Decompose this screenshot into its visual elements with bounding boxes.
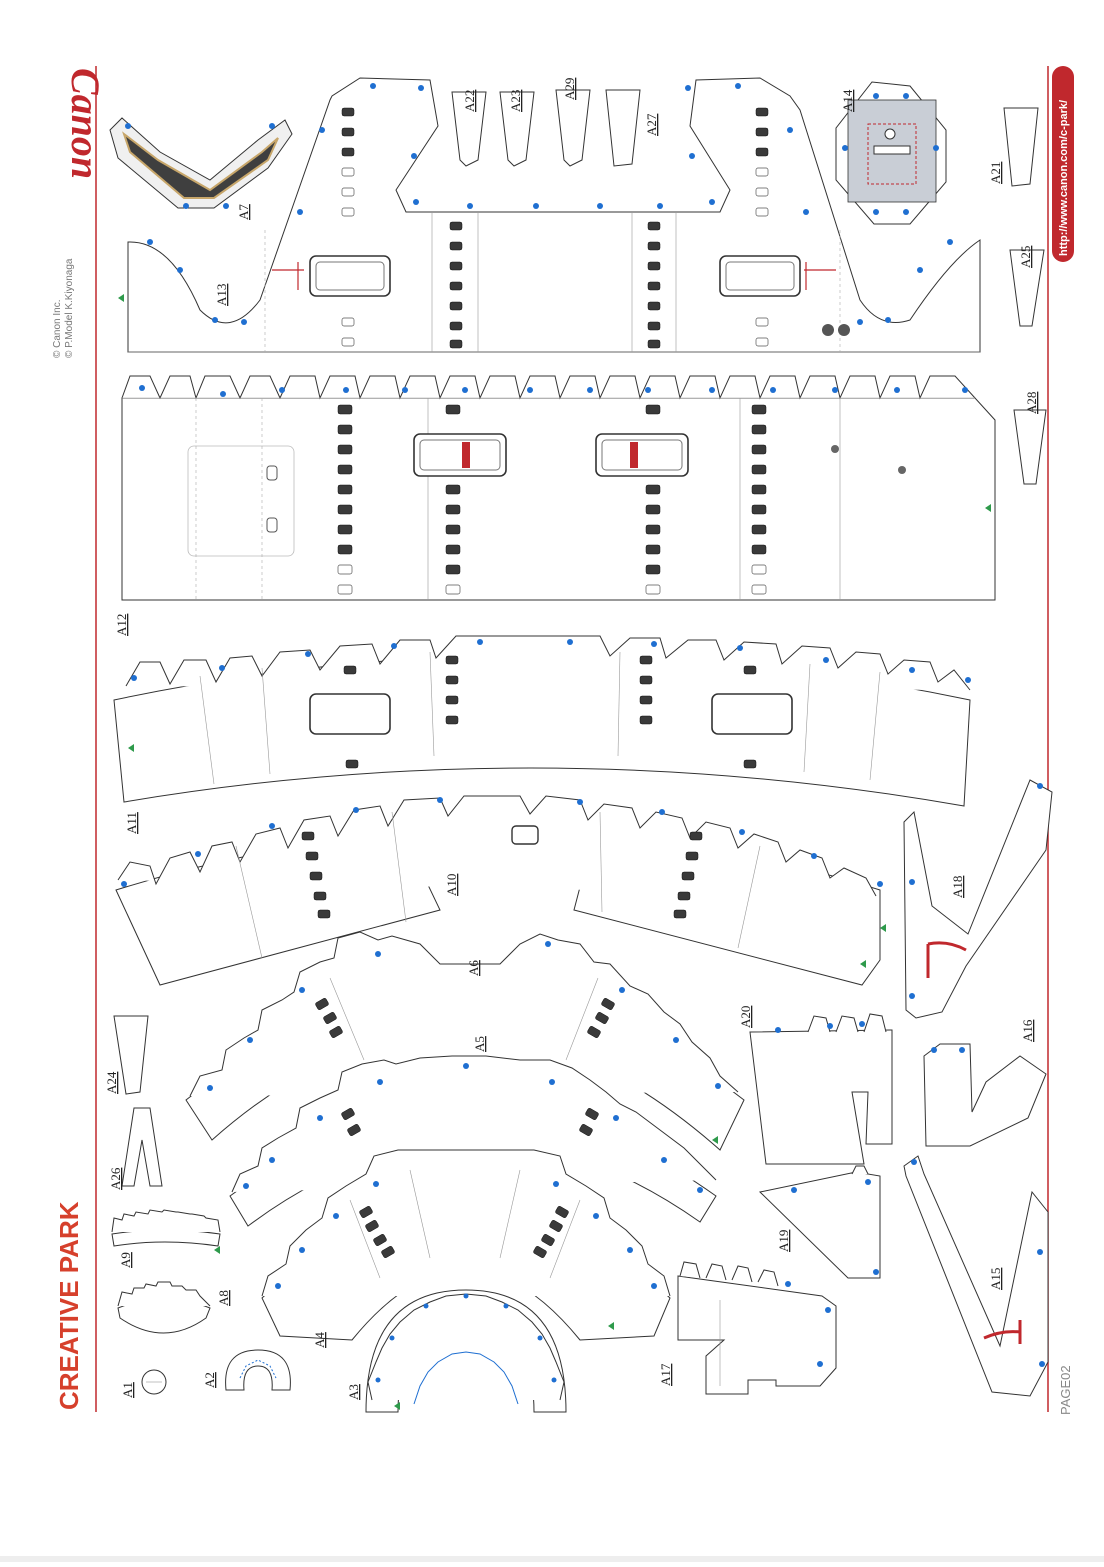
label-a28: A28 xyxy=(1024,392,1039,414)
part-a12 xyxy=(121,375,996,601)
label-a17: A17 xyxy=(658,1363,673,1386)
label-a11: A11 xyxy=(124,812,139,834)
label-a21: A21 xyxy=(988,162,1003,184)
label-a9: A9 xyxy=(118,1252,133,1268)
part-a13 xyxy=(118,77,981,353)
label-a14: A14 xyxy=(840,89,855,112)
part-a24 xyxy=(113,1015,149,1095)
part-a20 xyxy=(749,1013,893,1165)
part-a16 xyxy=(923,1043,1047,1147)
url-text-group: http://www.canon.com/c-park/ xyxy=(1058,100,1070,256)
part-a10 xyxy=(115,795,886,986)
part-a11 xyxy=(113,635,971,807)
creative-park-logo: CREATIVE PARK xyxy=(54,1201,84,1410)
part-a19 xyxy=(758,1165,881,1279)
part-a9 xyxy=(111,1209,221,1254)
label-a16: A16 xyxy=(1020,1019,1035,1042)
label-a15: A15 xyxy=(988,1268,1003,1290)
part-a14 xyxy=(835,81,947,225)
label-a22: A22 xyxy=(462,90,477,112)
label-a6: A6 xyxy=(466,960,481,976)
label-a13: A13 xyxy=(214,284,229,306)
label-a12: A12 xyxy=(114,614,129,636)
part-a26 xyxy=(121,1107,163,1187)
label-a3: A3 xyxy=(346,1384,361,1400)
label-a18: A18 xyxy=(950,876,965,898)
part-a22 xyxy=(451,91,487,167)
part-a4 xyxy=(261,1149,671,1341)
label-a20: A20 xyxy=(738,1006,753,1028)
part-a5 xyxy=(229,1055,717,1227)
label-a10: A10 xyxy=(444,874,459,896)
svg-text:Canon: Canon xyxy=(63,68,108,179)
bottom-bar xyxy=(0,1556,1104,1562)
svg-text:© P.Model K.Kiyonaga: © P.Model K.Kiyonaga xyxy=(64,258,75,358)
part-a1 xyxy=(141,1369,167,1395)
copyright-block: © Canon Inc. © P.Model K.Kiyonaga xyxy=(52,258,75,358)
part-a17 xyxy=(677,1261,837,1395)
part-a8 xyxy=(117,1281,211,1334)
svg-text:http://www.canon.com/c-park/: http://www.canon.com/c-park/ xyxy=(1058,100,1070,256)
label-a26: A26 xyxy=(108,1167,123,1190)
label-a23: A23 xyxy=(508,90,523,112)
part-a27-piece xyxy=(605,89,641,167)
canon-logo: Canon xyxy=(63,68,108,179)
part-a28 xyxy=(1013,409,1047,485)
label-a8: A8 xyxy=(216,1290,231,1306)
label-a24: A24 xyxy=(104,1071,119,1094)
part-a7 xyxy=(109,117,293,209)
part-a6 xyxy=(185,931,745,1151)
label-a4: A4 xyxy=(312,1332,327,1348)
label-a1: A1 xyxy=(120,1382,135,1398)
label-a25: A25 xyxy=(1018,246,1033,268)
part-a23 xyxy=(499,91,535,167)
label-a5: A5 xyxy=(472,1036,487,1052)
url-badge xyxy=(1052,66,1074,262)
label-a19: A19 xyxy=(776,1230,791,1252)
svg-text:© Canon Inc.: © Canon Inc. xyxy=(52,299,63,358)
svg-text:PAGE02: PAGE02 xyxy=(1058,1365,1073,1415)
page-label: PAGE02 xyxy=(1058,1365,1073,1415)
part-a25 xyxy=(1009,249,1045,327)
label-a7: A7 xyxy=(236,204,251,220)
part-a3 xyxy=(365,1289,567,1413)
label-a2: A2 xyxy=(202,1372,217,1388)
label-a27: A27 xyxy=(644,113,659,136)
part-a21 xyxy=(1003,107,1039,187)
label-a29: A29 xyxy=(562,78,577,100)
svg-text:CREATIVE PARK: CREATIVE PARK xyxy=(54,1201,84,1410)
part-a15 xyxy=(903,1155,1049,1397)
part-a2 xyxy=(225,1349,291,1391)
part-a18 xyxy=(903,779,1053,1019)
part-a29 xyxy=(555,89,591,167)
